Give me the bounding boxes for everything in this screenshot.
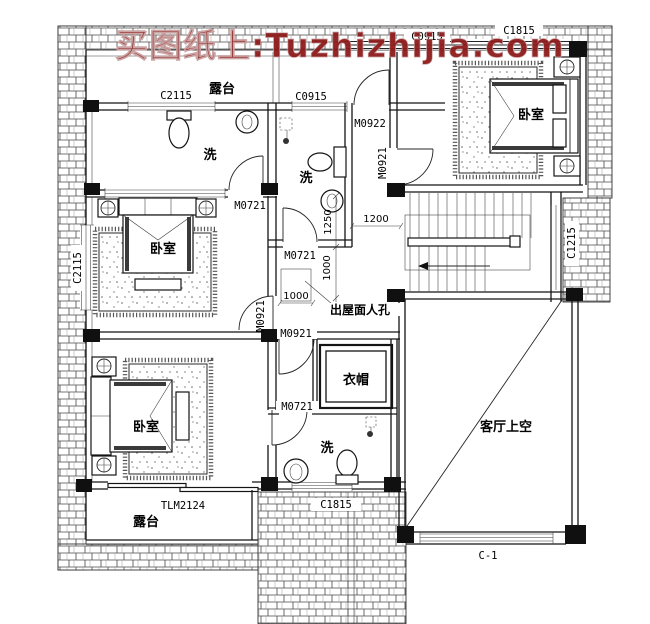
window-label-c1815-bottom: C1815 [320, 499, 352, 511]
bench [134, 278, 182, 291]
structural-columns [76, 41, 587, 544]
toilet-bath1 [166, 110, 192, 149]
shower-bath3 [365, 416, 377, 437]
door-label-m0721-bath1: M0721 [234, 200, 266, 212]
room-label-bedroom-bottom-left: 卧室 [133, 419, 159, 435]
headboard [118, 197, 198, 216]
dim-label-1000-h: 1000 [283, 291, 308, 302]
sink-bath2 [320, 189, 344, 213]
bed [109, 379, 173, 453]
pillow [552, 118, 567, 148]
dim-label-1200: 1200 [363, 214, 388, 225]
door-m0922 [353, 69, 390, 106]
sink-bath1 [235, 110, 259, 134]
door-label-m0921-mid: M0921 [280, 328, 312, 340]
room-label-terrace-top: 露台 [209, 81, 235, 97]
toilet-bath3 [335, 449, 359, 485]
roof-manhole-outline [280, 268, 312, 302]
watermark-text: 买图纸上:Tuzhizhijia.com [115, 26, 565, 65]
door-label-m0721-bath2: M0721 [284, 250, 316, 262]
toilet-bath2 [307, 146, 347, 178]
window-label-c1815-band: C1815 [503, 25, 535, 37]
room-label-cloakroom: 衣帽 [343, 372, 369, 388]
dim-label-1250: 1250 [323, 209, 334, 234]
room-label-bedroom-mid-left: 卧室 [150, 241, 176, 257]
nightstand [553, 56, 581, 78]
door-m0721-bath2 [282, 207, 318, 243]
room-label-terrace-bottom: 露台 [133, 514, 159, 530]
staircase [404, 193, 532, 291]
window-label-c2115-top: C2115 [160, 90, 192, 102]
label-patches [71, 23, 579, 511]
door-m0921-bedroom-ml [238, 295, 274, 331]
door-m0921-anteroom [278, 338, 315, 375]
room-label-bath2: 洗 [299, 170, 312, 186]
door-m0721-bath3 [271, 409, 308, 446]
nightstand [91, 455, 117, 476]
door-label-m0721-bath3: M0721 [281, 401, 313, 413]
bed [122, 214, 194, 274]
text-labels: 露台 C2115 C0915 C0915 C1815 M0922 M0921 卧… [72, 25, 578, 562]
north-wall-windows [345, 39, 571, 50]
nightstand [195, 198, 217, 218]
bedroom-mid-left-furniture [92, 197, 218, 318]
door-m0921-bedroom-tr [396, 148, 434, 186]
window-label-c2115-left: C2115 [72, 252, 84, 284]
nightstand [97, 198, 119, 218]
window-label-c1: C-1 [479, 550, 498, 562]
window-label-c0915-band: C0915 [411, 31, 443, 43]
room-label-bath1: 洗 [203, 147, 216, 163]
cloakroom-shelving [318, 343, 394, 410]
nightstand [91, 356, 117, 377]
door-label-m0921-tr: M0921 [377, 147, 389, 179]
shower-bath2 [279, 117, 293, 144]
bench [175, 391, 190, 441]
fixtures [166, 110, 394, 485]
bedroom-bottom-left-furniture [90, 356, 214, 481]
door-label-m0921-ml: M0921 [255, 300, 267, 332]
void-diagonal-line [404, 299, 563, 530]
room-label-bedroom-top-right: 卧室 [518, 107, 544, 123]
label-roof-manhole: 出屋面人孔 [330, 302, 390, 317]
door-label-m0922: M0922 [354, 118, 386, 130]
bedroom-top-right-furniture [452, 56, 581, 180]
nightstand [553, 155, 581, 177]
sink-bath3 [283, 458, 309, 484]
window-label-c0915-mid: C0915 [295, 91, 327, 103]
window-label-c1215: C1215 [566, 227, 578, 259]
room-label-living-void: 客厅上空 [480, 419, 532, 435]
door-m0721-bath1 [228, 155, 264, 191]
pillow [552, 84, 567, 114]
interior-walls [80, 49, 612, 546]
room-label-bath3: 洗 [320, 440, 333, 456]
dimension-lines [277, 192, 404, 307]
door-label-tlm2124: TLM2124 [161, 500, 205, 512]
dim-label-1000-v: 1000 [322, 255, 333, 280]
manhole-leader-line [304, 280, 333, 305]
